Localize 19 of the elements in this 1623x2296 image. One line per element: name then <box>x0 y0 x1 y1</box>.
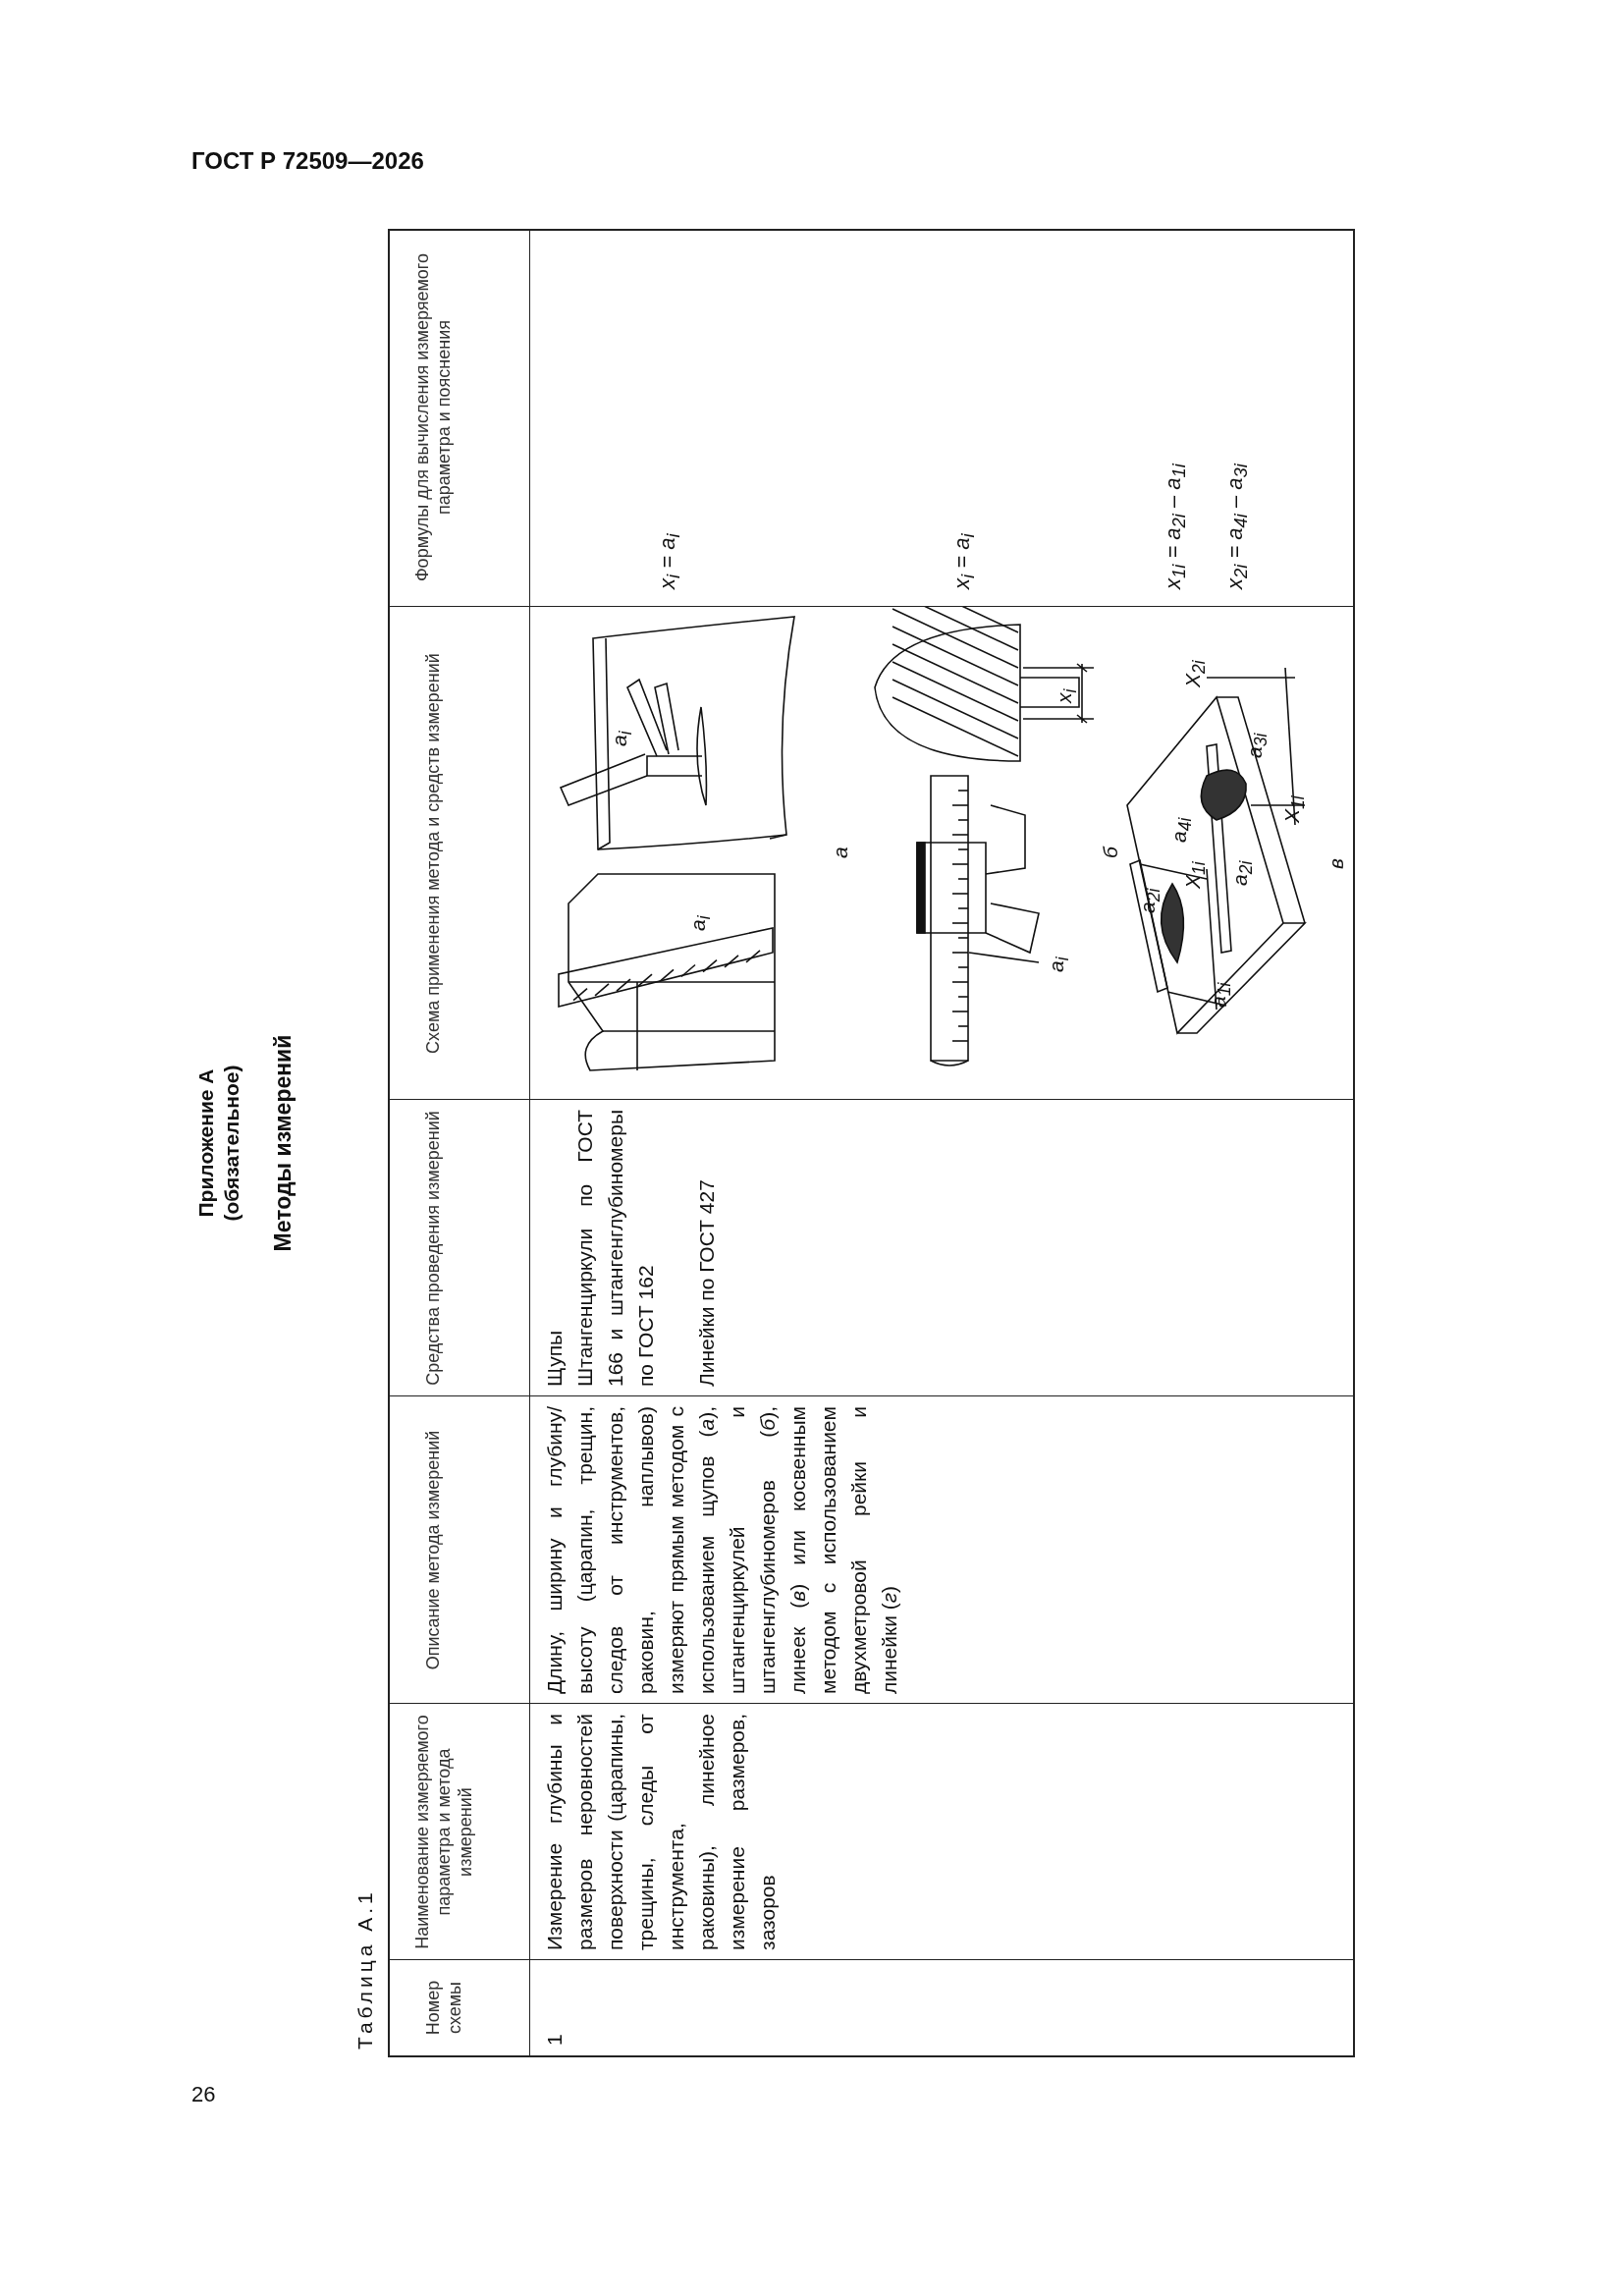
scheme-number: 1 <box>542 2033 567 2046</box>
subfigure-letter: а <box>829 847 852 858</box>
column-header: Схема применения метода и средств измерений <box>422 652 444 1056</box>
column-header: Описание метода измерений <box>422 1429 444 1672</box>
subfigure-letter: б <box>1099 847 1122 858</box>
page-title: Методы измерений <box>270 1033 297 1254</box>
table-text: Щупы <box>542 1329 567 1387</box>
annex-status: (обязательное) <box>220 1064 243 1224</box>
subfigure-letter: в <box>1325 858 1348 869</box>
table-text: Измерение глубины и размеров неровностей поверхности (царапины, трещины, следы от инструмента, раковины), линейное измерение размеров, зазоров <box>542 1714 780 1950</box>
column-header: Наименование измеряемого параметра и метода измерений <box>411 1714 476 1951</box>
document-number: ГОСТ Р 72509—2026 <box>191 147 424 175</box>
column-header: Номер схемы <box>422 1979 465 2038</box>
table-text: Линейки по ГОСТ 427 <box>694 1178 719 1387</box>
annex-heading: Приложение А <box>194 1067 218 1220</box>
page-number: 26 <box>191 2082 216 2107</box>
table-caption: Таблица А.1 <box>353 1888 377 2050</box>
column-header: Формулы для вычисления измеряемого параметра и пояснения <box>411 251 455 584</box>
column-header: Средства проведения измерений <box>422 1110 444 1388</box>
